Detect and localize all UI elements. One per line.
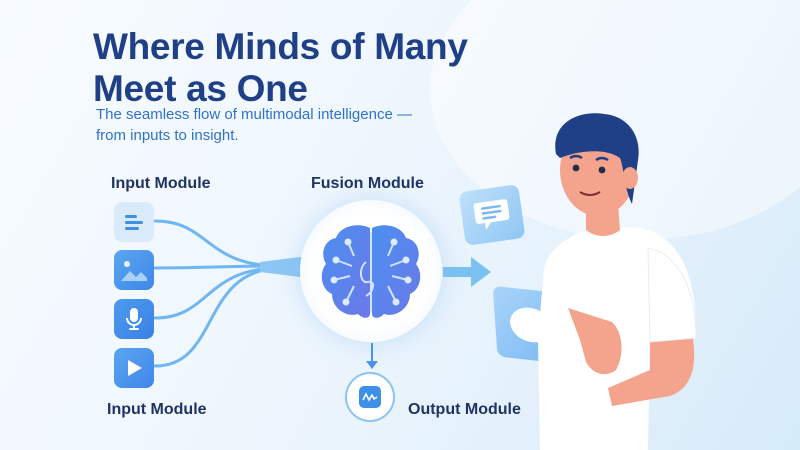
person-illustration <box>538 113 697 450</box>
text-input-tile[interactable] <box>114 202 154 242</box>
play-icon <box>128 360 142 376</box>
text-lines-icon <box>125 215 143 230</box>
input-module-label-top: Input Module <box>111 175 211 192</box>
image-input-tile[interactable] <box>114 250 154 290</box>
input-flow-lines <box>153 219 308 368</box>
microphone-icon <box>126 308 142 330</box>
output-tile <box>359 386 381 408</box>
waveform-icon <box>362 392 378 402</box>
video-input-tile[interactable] <box>114 348 154 388</box>
arrow-down-icon <box>366 343 378 369</box>
audio-input-tile[interactable] <box>114 299 154 339</box>
output-module-label: Output Module <box>408 401 521 418</box>
brain-circuit-icon <box>321 225 421 318</box>
image-icon <box>121 261 147 281</box>
input-module-label-bottom: Input Module <box>107 401 207 418</box>
fusion-module-label: Fusion Module <box>311 175 424 192</box>
arrow-right-icon <box>443 257 491 287</box>
output-module-node[interactable] <box>345 372 395 422</box>
page-subtitle: The seamless flow of multimodal intellig… <box>96 106 412 144</box>
chat-bubble-icon <box>473 199 510 230</box>
chat-card[interactable] <box>458 184 526 246</box>
page-title: Where Minds of Many Meet as One <box>93 26 468 109</box>
